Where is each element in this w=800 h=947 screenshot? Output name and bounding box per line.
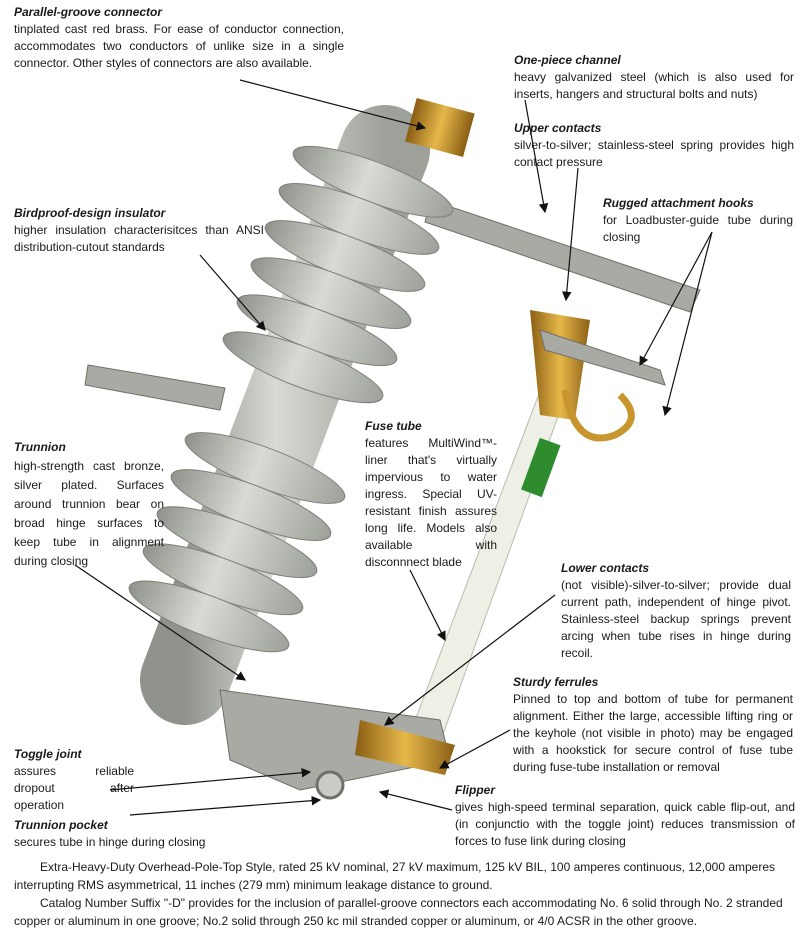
leader-line <box>74 564 246 681</box>
lower-ferrule <box>355 720 455 775</box>
callout-title: Flipper <box>455 783 496 797</box>
specifications-text: Extra-Heavy-Duty Overhead-Pole-Top Style… <box>14 858 790 930</box>
callout-body: high-strength cast bronze, silver plated… <box>14 459 164 568</box>
callout-title: Sturdy ferrules <box>513 675 599 689</box>
spec-paragraph: Extra-Heavy-Duty Overhead-Pole-Top Style… <box>14 860 776 892</box>
mounting-bracket <box>84 364 226 411</box>
leader-line <box>109 767 312 791</box>
callout-title: One-piece channel <box>514 53 621 67</box>
leader-line <box>239 79 427 131</box>
callout-title: Lower contacts <box>561 561 650 575</box>
callout-title: Parallel-groove connector <box>14 5 163 19</box>
callout-upper-contacts: Upper contacts silver-to-silver; stainle… <box>514 120 794 171</box>
callout-body: assures reliable dropout after operation <box>14 764 134 812</box>
leader-line <box>384 594 556 726</box>
lifting-ring <box>561 389 635 442</box>
callout-title: Fuse tube <box>365 419 422 433</box>
lower-hinge <box>219 689 451 791</box>
callout-flipper: Flipper gives high-speed terminal separa… <box>455 782 795 850</box>
callout-trunnion-pocket: Trunnion pocket secures tube in hinge du… <box>14 817 274 851</box>
fuse-tube-label <box>521 437 561 498</box>
callout-body: heavy galvanized steel (which is also us… <box>514 70 794 101</box>
leader-line <box>409 569 446 642</box>
upper-ferrule <box>530 310 590 420</box>
leader-line <box>438 729 511 769</box>
leader-line <box>199 254 266 331</box>
callout-one-piece-channel: One-piece channel heavy galvanized steel… <box>514 52 794 103</box>
leader-line <box>662 231 713 417</box>
callout-body: Pinned to top and bottom of tube for per… <box>513 692 793 774</box>
leader-line <box>378 789 453 811</box>
callout-body: gives high-speed terminal separation, qu… <box>455 800 795 848</box>
callout-body: for Loadbuster-guide tube during closing <box>603 213 793 244</box>
callout-parallel-groove: Parallel-groove connector tinplated cast… <box>14 4 344 72</box>
callout-toggle-joint: Toggle joint assures reliable dropout af… <box>14 746 134 814</box>
callout-body: tinplated cast red brass. For ease of co… <box>14 22 344 70</box>
spec-paragraph: Catalog Number Suffix "-D" provides for … <box>14 896 783 928</box>
insulator-shed <box>222 331 384 404</box>
callout-body: higher insulation characterisitces than … <box>14 223 264 254</box>
callout-attachment-hooks: Rugged attachment hooks for Loadbuster-g… <box>603 195 793 246</box>
callout-title: Birdproof-design insulator <box>14 206 166 220</box>
callout-body: secures tube in hinge during closing <box>14 835 206 849</box>
callout-sturdy-ferrules: Sturdy ferrules Pinned to top and bottom… <box>513 674 793 776</box>
leader-line <box>129 795 322 816</box>
upper-contact-assembly <box>539 329 666 386</box>
callout-title: Trunnion <box>14 440 66 454</box>
callout-body: (not visible)-silver-to-silver; provide … <box>561 578 791 660</box>
callout-body: silver-to-silver; stainless-steel spring… <box>514 138 794 169</box>
callout-lower-contacts: Lower contacts (not visible)-silver-to-s… <box>561 560 791 662</box>
trunnion-pocket <box>315 770 345 800</box>
leader-line <box>524 99 549 214</box>
leader-line <box>561 167 579 302</box>
parallel-groove-connector <box>405 97 475 157</box>
leader-line <box>639 231 713 367</box>
callout-body: features MultiWind™-liner that's virtual… <box>365 436 497 569</box>
callout-fuse-tube: Fuse tube features MultiWind™-liner that… <box>365 418 497 571</box>
callout-title: Rugged attachment hooks <box>603 196 754 210</box>
insulator-shed <box>128 580 290 653</box>
callout-title: Upper contacts <box>514 121 602 135</box>
insulator <box>128 105 454 725</box>
callout-trunnion: Trunnion high-strength cast bronze, silv… <box>14 438 164 571</box>
callout-title: Trunnion pocket <box>14 818 108 832</box>
callout-birdproof-insulator: Birdproof-design insulator higher insula… <box>14 205 264 256</box>
callout-title: Toggle joint <box>14 747 82 761</box>
